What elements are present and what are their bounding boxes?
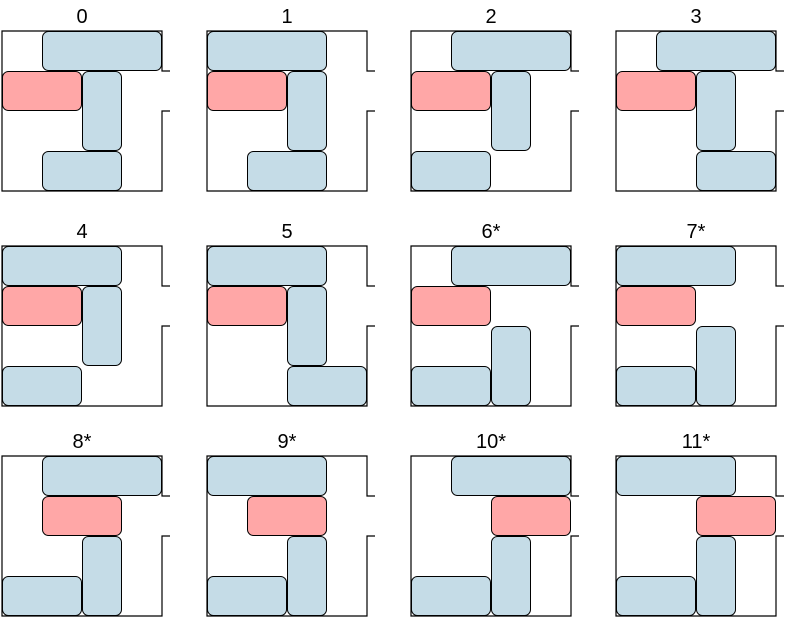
board-outline — [206, 30, 375, 192]
blocking-block — [42, 456, 162, 496]
blocking-block — [82, 286, 122, 366]
blocking-block — [451, 31, 571, 71]
puzzle-panel: 6* — [410, 221, 579, 407]
target-block — [247, 496, 327, 536]
blocking-block — [411, 576, 491, 616]
blocking-block — [247, 151, 327, 191]
blocking-block — [491, 536, 531, 616]
board-outline — [1, 245, 170, 407]
blocking-block — [42, 31, 162, 71]
board-outline — [206, 455, 375, 617]
puzzle-panel: 5 — [206, 221, 375, 407]
puzzle-panel: 4 — [1, 221, 170, 407]
blocking-block — [207, 31, 327, 71]
target-block — [2, 71, 82, 111]
panel-label: 0 — [76, 6, 87, 28]
blocking-block — [287, 286, 327, 366]
blocking-block — [82, 71, 122, 151]
blocking-block — [411, 366, 491, 406]
blocking-block — [451, 456, 571, 496]
blocking-block — [2, 576, 82, 616]
blocking-block — [207, 246, 327, 286]
blocking-block — [207, 576, 287, 616]
blocking-block — [491, 71, 531, 151]
board-outline — [615, 455, 784, 617]
panel-label: 2 — [485, 6, 496, 28]
blocking-block — [696, 71, 736, 151]
panel-label: 4 — [76, 221, 87, 243]
blocking-block — [616, 366, 696, 406]
target-block — [616, 286, 696, 326]
target-block — [42, 496, 122, 536]
blocking-block — [2, 246, 122, 286]
blocking-block — [696, 151, 776, 191]
blocking-block — [616, 456, 736, 496]
blocking-block — [451, 246, 571, 286]
blocking-block — [287, 71, 327, 151]
puzzle-panel: 0 — [1, 6, 170, 192]
target-block — [491, 496, 571, 536]
blocking-block — [696, 536, 736, 616]
blocking-block — [696, 326, 736, 406]
blocking-block — [616, 576, 696, 616]
board-outline — [206, 245, 375, 407]
puzzle-panel: 1 — [206, 6, 375, 192]
blocking-block — [491, 326, 531, 406]
blocking-block — [411, 151, 491, 191]
puzzle-panel: 8* — [1, 431, 170, 617]
target-block — [207, 71, 287, 111]
puzzle-panel: 9* — [206, 431, 375, 617]
board-outline — [615, 245, 784, 407]
panel-label: 7* — [687, 221, 706, 243]
blocking-block — [656, 31, 776, 71]
target-block — [2, 286, 82, 326]
target-block — [696, 496, 776, 536]
panel-label: 11* — [682, 431, 711, 453]
panel-label: 3 — [690, 6, 701, 28]
blocking-block — [207, 456, 327, 496]
target-block — [411, 286, 491, 326]
panel-label: 10* — [476, 431, 506, 453]
puzzle-panel: 2 — [410, 6, 579, 192]
blocking-block — [287, 366, 367, 406]
panel-label: 1 — [281, 6, 292, 28]
puzzle-panel: 10* — [410, 431, 579, 617]
blocking-block — [2, 366, 82, 406]
target-block — [207, 286, 287, 326]
blocking-block — [42, 151, 122, 191]
panel-label: 6* — [482, 221, 501, 243]
puzzle-panel: 3 — [615, 6, 784, 192]
blocking-block — [82, 536, 122, 616]
puzzle-panel: 7* — [615, 221, 784, 407]
puzzle-panel: 11* — [615, 431, 784, 617]
panel-label: 9* — [278, 431, 297, 453]
target-block — [411, 71, 491, 111]
target-block — [616, 71, 696, 111]
blocking-block — [287, 536, 327, 616]
blocking-block — [616, 246, 736, 286]
panel-label: 5 — [281, 221, 292, 243]
panel-label: 8* — [73, 431, 92, 453]
